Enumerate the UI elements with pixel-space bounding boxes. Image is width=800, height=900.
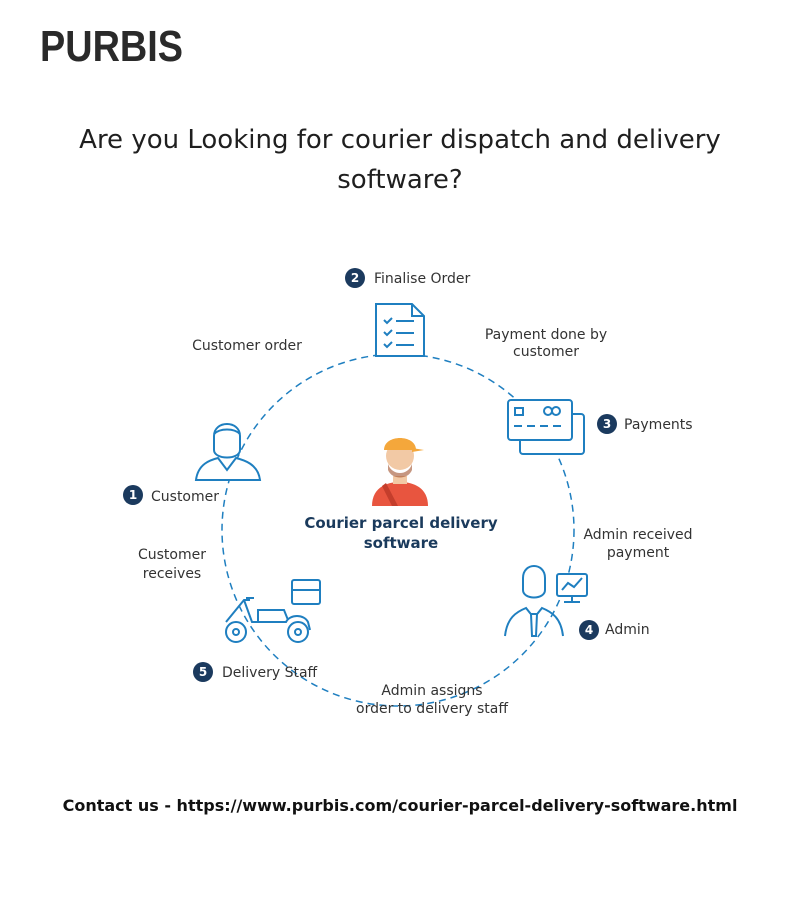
edge-customer-order: Customer order [192, 338, 302, 354]
delivery-scooter-icon [225, 579, 321, 643]
center-title-line-1: Courier parcel delivery [304, 514, 498, 532]
step-4-label: Admin [605, 622, 650, 638]
step-5-label: Delivery Staff [222, 665, 318, 681]
edge-payment-done-line-2: customer [513, 344, 579, 360]
step-2-number: 2 [351, 271, 359, 285]
step-4-badge [579, 620, 599, 640]
contact-link[interactable]: Contact us - https://www.purbis.com/cour… [62, 796, 738, 815]
payment-cards-icon [507, 399, 585, 455]
edge-customer-receives-line-1: Customer [138, 547, 206, 563]
customer-person-icon [194, 423, 262, 481]
page-headline: Are you Looking for courier dispatch and… [0, 120, 800, 200]
edge-customer-receives-line-2: receives [143, 566, 201, 582]
step-1-badge [123, 485, 143, 505]
courier-person-icon [372, 438, 428, 506]
step-3-badge [597, 414, 617, 434]
step-1-number: 1 [129, 488, 137, 502]
step-2-label: Finalise Order [374, 271, 471, 287]
admin-monitor-icon [504, 565, 588, 637]
step-1-label: Customer [151, 489, 219, 505]
document-checklist-icon [375, 303, 425, 357]
edge-admin-received-line-2: payment [607, 545, 670, 561]
edge-admin-assigns-line-1: Admin assigns [381, 683, 482, 699]
step-3-label: Payments [624, 417, 693, 433]
purbis-logo: PURBIS [40, 22, 183, 71]
delivery-process-diagram: 2 Finalise Order 3 Payments 1 Customer 4… [123, 268, 693, 717]
step-2-badge [345, 268, 365, 288]
step-4-number: 4 [585, 623, 593, 637]
step-3-number: 3 [603, 417, 611, 431]
center-title-line-2: software [364, 534, 438, 552]
edge-admin-assigns-line-2: order to delivery staff [356, 701, 508, 717]
headline-line-1: Are you Looking for courier dispatch and… [79, 125, 721, 155]
edge-admin-received-line-1: Admin received [583, 527, 692, 543]
step-5-badge [193, 662, 213, 682]
step-5-number: 5 [199, 665, 207, 679]
headline-line-2: software? [337, 165, 463, 195]
edge-payment-done-line-1: Payment done by [485, 327, 607, 343]
